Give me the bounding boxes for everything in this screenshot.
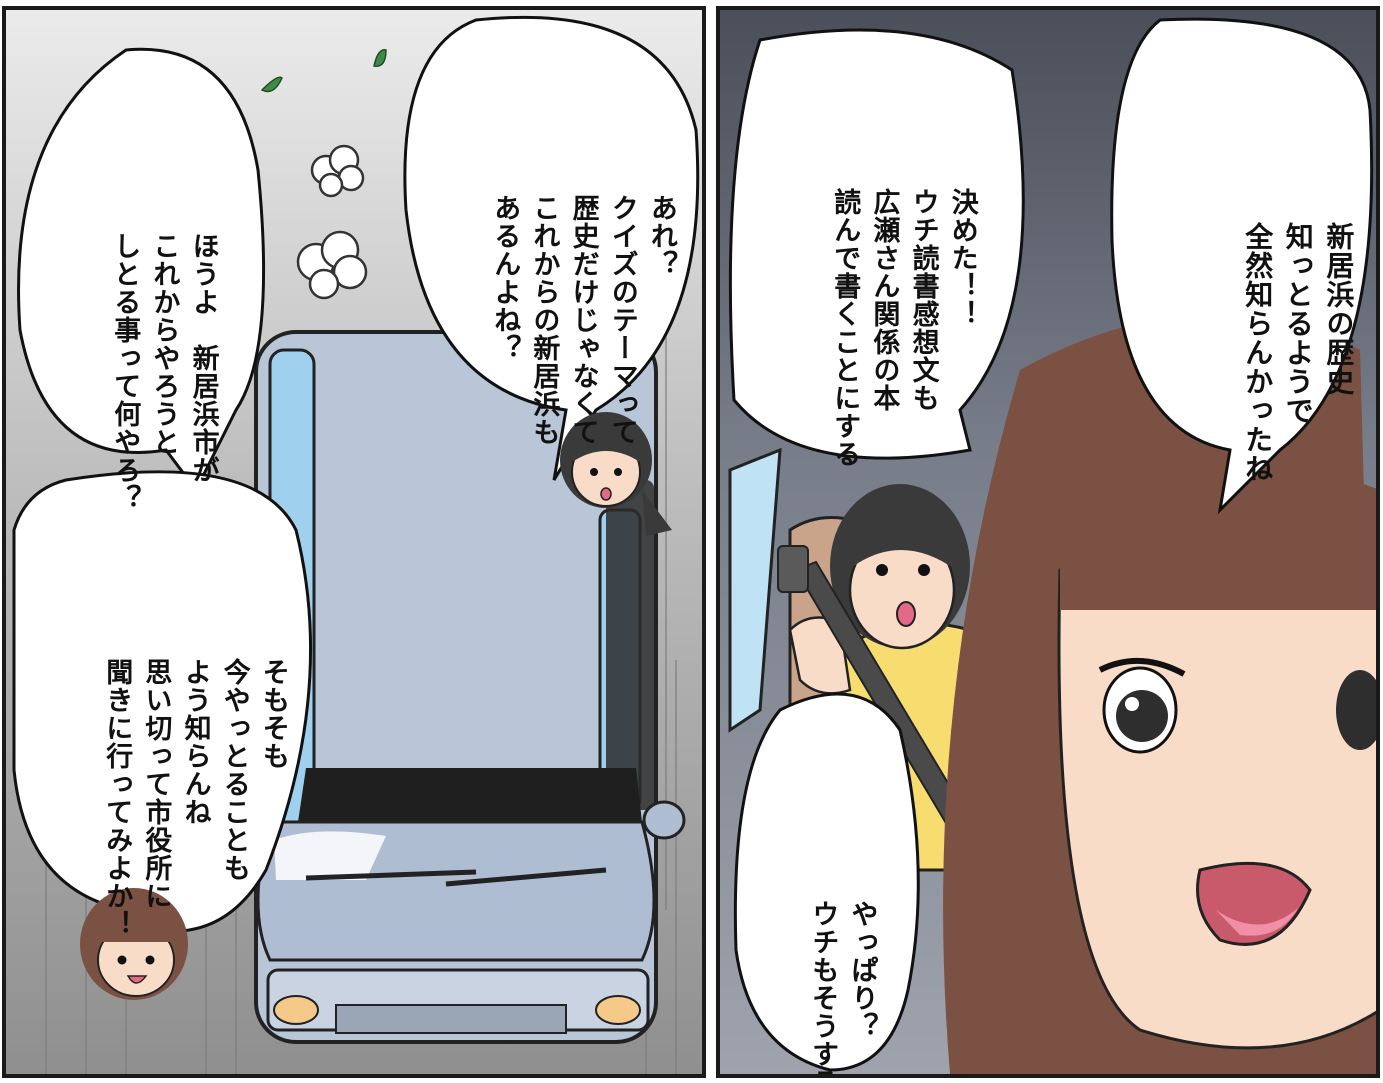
speech-bubble-5-shape: [728, 28, 1025, 460]
bubble-line: 全然知らんかったね: [1241, 222, 1275, 483]
car-interior-scene: [728, 17, 1376, 1074]
bubble-line: 決めた！！: [946, 188, 978, 328]
comic-panel-right: 新居浜の歴史 知っとるようで 全然知らんかったね 決めた！！ ウチ読書感想文も …: [716, 6, 1380, 1078]
speech-bubble-text: そもそも 今やっとることも よう知らんね 思い切って市役所に 聞きに行ってみよか…: [58, 530, 332, 938]
bubble-line: ウチもそうする！: [807, 900, 839, 1078]
speech-bubble-text: ほうよ 新居浜市が これからやろうと しとる事って何やろ？: [66, 104, 262, 512]
bubble-line: 今やっとることも: [218, 658, 250, 882]
comic-panel-left: あれ？ クイズのテーマって 歴史だけじゃなくて これからの新居浜も あるんよね？…: [2, 6, 706, 1078]
speech-bubble-text: やっぱり？ ウチもそうする！: [764, 772, 921, 1078]
speech-bubble-text: あれ？ クイズのテーマって 歴史だけじゃなくて これからの新居浜も あるんよね？: [446, 66, 702, 446]
bubble-line: そもそも: [257, 658, 289, 770]
brown-haired-girl-small: [80, 888, 188, 1000]
car-window: [728, 447, 782, 733]
bubble-line: やっぱり？: [846, 900, 878, 1040]
speech-bubble-6-shape: [733, 692, 920, 1072]
black-haired-girl-small: [560, 412, 672, 536]
bubble-line: あれ？: [645, 194, 677, 278]
bubble-line: ほうよ 新居浜市が: [187, 232, 219, 484]
exhaust-puff-icon: [296, 144, 368, 300]
bubble-line: 新居浜の歴史: [1322, 222, 1356, 396]
car-scene: [12, 15, 700, 1074]
speech-bubble-1-shape: [403, 15, 700, 481]
bubble-line: 知っとるようで: [1281, 222, 1315, 425]
bubble-line: これからの新居浜も: [528, 194, 560, 446]
leaf-icon: [260, 49, 387, 93]
bubble-line: あるんよね？: [489, 194, 521, 362]
speech-bubble-text: 新居浜の歴史 知っとるようで 全然知らんかったね: [1196, 86, 1376, 483]
bubble-line: ウチ読書感想文も: [907, 188, 939, 412]
bubble-line: 読んで書くことにする: [829, 188, 861, 468]
bubble-line: 広瀬さん関係の本: [868, 188, 900, 412]
seatbelt-icon: [777, 545, 809, 593]
bubble-line: 歴史だけじゃなくて: [567, 194, 599, 446]
bubble-line: しとる事って何やろ？: [109, 232, 141, 512]
bubble-line: クイズのテーマって: [606, 194, 638, 446]
speech-bubble-4-shape: [1110, 17, 1374, 515]
bubble-line: 聞きに行ってみよか！: [101, 658, 133, 938]
bubble-line: 思い切って市役所に: [140, 658, 172, 910]
bubble-line: よう知らんね: [179, 658, 211, 826]
speech-bubble-2-shape: [17, 47, 266, 493]
bubble-line: これからやろうと: [148, 232, 180, 456]
speech-bubble-text: 決めた！！ ウチ読書感想文も 広瀬さん関係の本 読んで書くことにする: [786, 60, 1021, 468]
brown-haired-girl-large: [943, 314, 1376, 1074]
speech-bubble-3-shape: [12, 470, 313, 933]
